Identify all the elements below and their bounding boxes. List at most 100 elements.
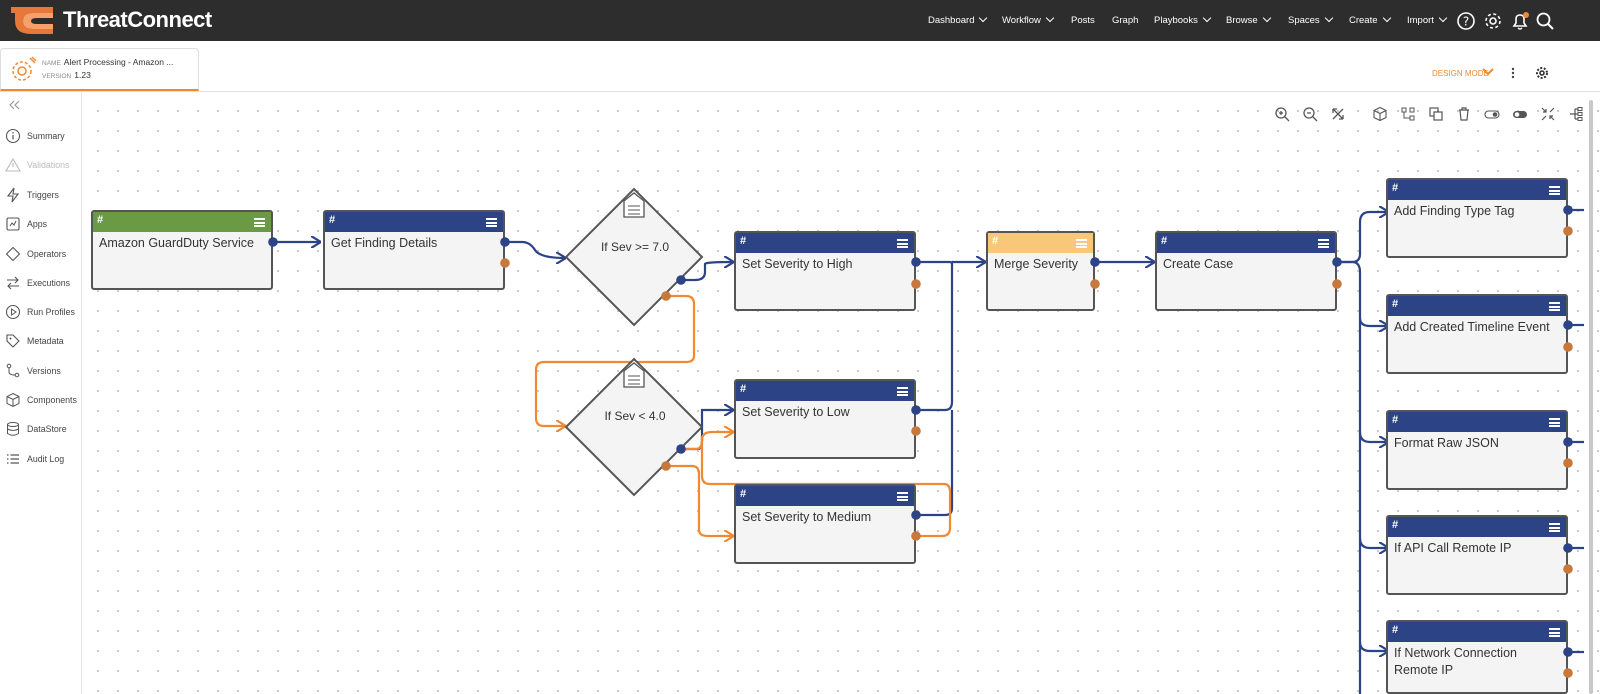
copy-icon[interactable] xyxy=(1428,106,1444,122)
app-node-add-created-timeline-event[interactable]: # Add Created Timeline Event xyxy=(1386,294,1568,374)
sidebar-item-label: Triggers xyxy=(27,190,59,200)
hash-icon: # xyxy=(1392,298,1399,310)
chevron-down-icon xyxy=(1324,13,1333,23)
toggle-on-icon[interactable] xyxy=(1512,106,1528,122)
more-vertical-icon[interactable] xyxy=(1509,66,1517,80)
zoom-in-icon[interactable] xyxy=(1274,106,1290,122)
node-menu-icon[interactable] xyxy=(1076,239,1087,248)
node-title: Get Finding Details xyxy=(331,236,438,250)
node-menu-icon[interactable] xyxy=(486,218,497,227)
nav-graph[interactable]: Graph xyxy=(1112,15,1139,26)
layout-icon[interactable] xyxy=(1568,106,1584,122)
sidebar-item-label: Run Profiles xyxy=(27,307,75,317)
node-menu-icon[interactable] xyxy=(1549,523,1560,532)
search-icon[interactable] xyxy=(1535,11,1555,31)
sidebar-item-apps[interactable]: Apps xyxy=(5,215,47,233)
app-node-get-finding-details[interactable]: # Get Finding Details xyxy=(323,210,505,290)
app-node-create-case[interactable]: # Create Case xyxy=(1155,231,1337,311)
operator-node-merge-severity[interactable]: # Merge Severity xyxy=(986,231,1095,311)
nav-import[interactable]: Import xyxy=(1407,0,1448,41)
node-menu-icon[interactable] xyxy=(897,492,908,501)
info-icon xyxy=(5,128,21,144)
sidebar-item-audit-log[interactable]: Audit Log xyxy=(5,450,64,468)
node-title: If API Call Remote IP xyxy=(1394,541,1512,555)
sidebar-item-components[interactable]: Components xyxy=(5,391,77,409)
app-node-set-severity-high[interactable]: # Set Severity to High xyxy=(734,231,916,311)
logo-mark-icon xyxy=(11,7,53,34)
app-node-set-severity-medium[interactable]: # Set Severity to Medium xyxy=(734,484,916,564)
node-title: Add Finding Type Tag xyxy=(1394,204,1515,218)
playbook-gear-icon xyxy=(12,56,37,81)
nav-dashboard[interactable]: Dashboard xyxy=(928,0,988,41)
sidebar-item-metadata[interactable]: Metadata xyxy=(5,332,64,350)
nav-create[interactable]: Create xyxy=(1349,0,1391,41)
sidebar-item-versions[interactable]: Versions xyxy=(5,362,61,380)
nav-posts[interactable]: Posts xyxy=(1071,15,1095,26)
nav-browse[interactable]: Browse xyxy=(1226,0,1271,41)
chevron-down-icon xyxy=(1202,13,1212,23)
collapse-sidebar-icon[interactable] xyxy=(8,100,20,110)
sidebar-item-label: Validations xyxy=(27,160,70,170)
diamond-icon xyxy=(5,246,21,262)
node-menu-icon[interactable] xyxy=(254,218,265,227)
sidebar-item-summary[interactable]: Summary xyxy=(5,127,65,145)
mode-chevron-down-icon[interactable] xyxy=(1482,67,1494,77)
component-icon[interactable] xyxy=(1372,106,1388,122)
nav-workflow[interactable]: Workflow xyxy=(1002,0,1055,41)
trigger-node[interactable]: # Amazon GuardDuty Service xyxy=(91,210,273,290)
sidebar-item-run-profiles[interactable]: Run Profiles xyxy=(5,303,75,321)
node-menu-icon[interactable] xyxy=(1318,239,1329,248)
node-title: Create Case xyxy=(1163,257,1234,271)
app-node-if-network-connection-remote-ip[interactable]: # If Network Connection Remote IP xyxy=(1386,620,1568,694)
sidebar-item-label: DataStore xyxy=(27,424,67,434)
notifications-icon[interactable] xyxy=(1510,11,1530,31)
collapse-icon[interactable] xyxy=(1540,106,1556,122)
node-title: Format Raw JSON xyxy=(1394,436,1499,450)
app-node-set-severity-low[interactable]: # Set Severity to Low xyxy=(734,379,916,459)
node-menu-icon[interactable] xyxy=(1549,628,1560,637)
node-menu-icon[interactable] xyxy=(1549,186,1560,195)
sidebar-item-datastore[interactable]: DataStore xyxy=(5,420,67,438)
node-menu-icon[interactable] xyxy=(897,387,908,396)
zoom-out-icon[interactable] xyxy=(1302,106,1318,122)
node-title: Set Severity to High xyxy=(742,257,853,271)
toggle-off-icon[interactable] xyxy=(1484,106,1500,122)
help-icon[interactable]: ? xyxy=(1456,11,1476,31)
hash-icon: # xyxy=(1392,624,1399,636)
app-node-if-api-call-remote-ip[interactable]: # If API Call Remote IP xyxy=(1386,515,1568,595)
condition-diamond-low[interactable] xyxy=(564,357,704,497)
app-node-format-raw-json[interactable]: # Format Raw JSON xyxy=(1386,410,1568,490)
chevron-down-icon xyxy=(1382,13,1391,23)
delete-icon[interactable] xyxy=(1456,106,1472,122)
nav-spaces[interactable]: Spaces xyxy=(1288,0,1333,41)
canvas-scrollbar[interactable] xyxy=(1589,100,1593,694)
threatconnect-logo[interactable]: ThreatConnect xyxy=(9,4,212,36)
node-menu-icon[interactable] xyxy=(1549,302,1560,311)
node-menu-icon[interactable] xyxy=(897,239,908,248)
fit-screen-icon[interactable] xyxy=(1330,106,1346,122)
node-title: Set Severity to Medium xyxy=(742,510,872,524)
condition-diamond-high[interactable] xyxy=(564,187,704,327)
connect-icon[interactable] xyxy=(1400,106,1416,122)
chevron-down-icon xyxy=(1045,13,1055,23)
app-node-add-finding-type-tag[interactable]: # Add Finding Type Tag xyxy=(1386,178,1568,258)
condition-icon xyxy=(623,362,645,388)
hash-icon: # xyxy=(1161,235,1168,247)
condition-label-low: If Sev < 4.0 xyxy=(604,409,666,423)
node-menu-icon[interactable] xyxy=(1549,418,1560,427)
branch-icon xyxy=(6,363,20,378)
design-mode-label[interactable]: DESIGN MODE xyxy=(1432,69,1489,78)
chevron-down-icon xyxy=(1262,13,1271,23)
nav-playbooks[interactable]: Playbooks xyxy=(1154,0,1212,41)
sidebar-item-executions[interactable]: Executions xyxy=(5,274,70,292)
hash-icon: # xyxy=(1392,414,1399,426)
hash-icon: # xyxy=(1392,182,1399,194)
list-icon xyxy=(7,454,19,464)
sidebar-item-triggers[interactable]: Triggers xyxy=(5,186,59,204)
node-title: Set Severity to Low xyxy=(742,405,850,419)
settings-icon[interactable] xyxy=(1483,11,1503,31)
brand-name: ThreatConnect xyxy=(63,7,212,32)
sidebar-item-operators[interactable]: Operators xyxy=(5,245,66,263)
playbook-settings-icon[interactable] xyxy=(1535,66,1549,80)
